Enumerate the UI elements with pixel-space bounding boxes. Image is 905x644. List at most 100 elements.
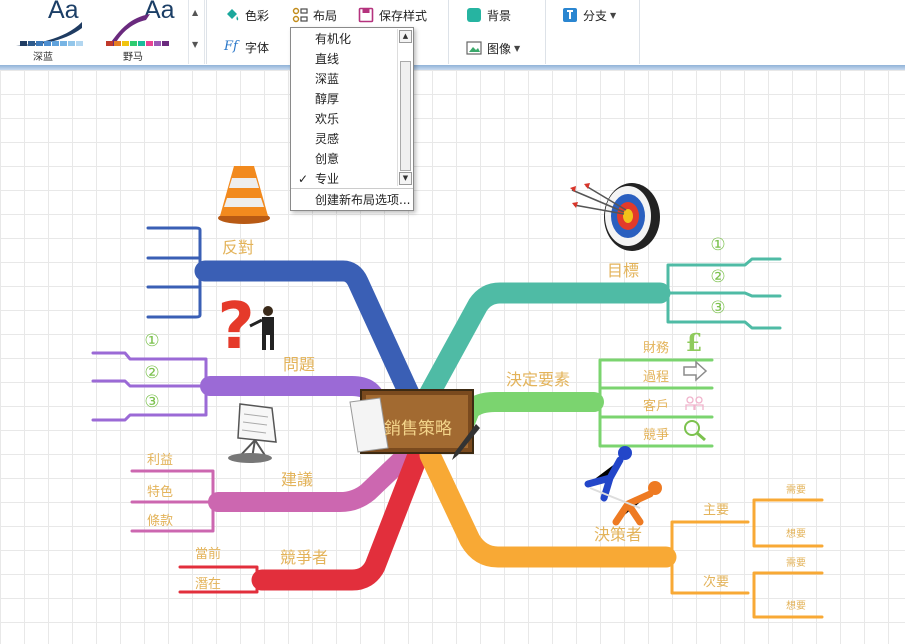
background-icon (467, 8, 481, 22)
decider-sub-2: 次要 (703, 574, 729, 590)
center-node-label: 銷售策略 (384, 419, 452, 439)
style-color-bar (106, 41, 170, 46)
branch-label-competitor: 競爭者 (280, 548, 328, 567)
subbranch-lines-decider (670, 498, 824, 619)
style-swoosh-icon (108, 14, 150, 46)
image-button[interactable]: 图像 ▼ (466, 38, 520, 58)
layout-option-professional[interactable]: ✓ 专业 (291, 169, 397, 189)
branch-label-factors: 決定要素 (506, 370, 570, 389)
dropdown-scrollbar[interactable]: ▲ ▼ (397, 29, 412, 186)
layout-option-deep-blue[interactable]: 深蓝 (315, 72, 340, 86)
color-label: 色彩 (245, 8, 270, 23)
create-layout-option[interactable]: 创建新布局选项... (291, 188, 413, 210)
goal-sub-1: ① (710, 235, 725, 255)
branch-button[interactable]: 分支 ▼ (562, 5, 616, 25)
chevron-up-icon[interactable]: ▲ (192, 8, 199, 17)
competitor-sub-1: 當前 (195, 546, 221, 562)
style-sample-text: Aa (144, 0, 175, 24)
decider-sub-2-2: 想要 (786, 599, 806, 612)
branch-label-goal: 目標 (607, 261, 639, 280)
target-icon (570, 183, 660, 251)
subbranch-lines-competitor (178, 565, 259, 594)
style-tile-deep-blue[interactable]: Aa 深蓝 (8, 0, 88, 63)
branch-label-decider: 決策者 (594, 525, 642, 544)
factors-sub-3: 客戶 (643, 398, 669, 414)
font-icon: Ff (224, 39, 238, 54)
decider-sub-1: 主要 (703, 503, 729, 518)
branch-line-decider (419, 444, 677, 568)
suggest-sub-1: 利益 (147, 453, 173, 468)
font-button[interactable]: Ff 字体 (224, 37, 269, 57)
decider-sub-1-1: 需要 (786, 484, 806, 496)
chevron-down-icon[interactable]: ▼ (192, 40, 199, 49)
pound-icon: £ (686, 328, 703, 357)
traffic-cone-icon (218, 166, 270, 224)
branch-line-competitor (251, 444, 429, 591)
ribbon-accent-bar (0, 65, 905, 70)
subbranch-lines-factors (598, 358, 714, 448)
decision-figures-icon (584, 446, 662, 526)
subbranch-lines-issue (91, 351, 208, 422)
clipboard-icon (228, 403, 277, 463)
arrow-right-icon (683, 360, 708, 382)
goal-sub-3: ③ (710, 298, 725, 318)
layout-option-joy[interactable]: 欢乐 (315, 112, 340, 126)
mindmap-canvas[interactable]: 銷售策略 反對 問題 建議 競爭者 目標 決定要素 決策者 ① ② ③ 利益 特… (0, 70, 905, 644)
layout-option-straight[interactable]: 直线 (315, 52, 340, 66)
subbranch-lines-goal (666, 257, 782, 330)
scroll-up-icon[interactable]: ▲ (399, 30, 412, 43)
factors-sub-2: 過程 (643, 370, 669, 385)
branch-line-factors (456, 392, 604, 430)
style-gallery: Aa 深蓝 Aa 野马 (0, 0, 188, 64)
layout-dropdown-menu: 有机化 直线 深蓝 醇厚 欢乐 灵感 创意 ✓ 专业 ▲ ▼ 创建新布局选项..… (290, 27, 414, 211)
magnifier-icon (684, 420, 706, 442)
style-label: 深蓝 (33, 52, 53, 63)
center-node[interactable]: 銷售策略 (349, 389, 480, 460)
ribbon-separator (206, 0, 207, 64)
save-icon (358, 7, 374, 23)
layout-button[interactable]: 布局 (292, 5, 337, 25)
subbranch-lines-oppose (146, 226, 202, 319)
svg-text:?: ? (217, 290, 254, 364)
ribbon-separator (639, 0, 640, 64)
background-button[interactable]: 背景 (466, 5, 511, 25)
style-tile-mustang[interactable]: Aa 野马 (102, 0, 182, 63)
ribbon-separator (545, 0, 546, 64)
scroll-down-icon[interactable]: ▼ (399, 172, 412, 185)
factors-sub-4: 競爭 (643, 428, 669, 443)
issue-sub-2: ② (144, 363, 159, 383)
layout-option-inspiration[interactable]: 灵感 (315, 132, 340, 146)
mindmap-svg: 銷售策略 反對 問題 建議 競爭者 目標 決定要素 決策者 ① ② ③ 利益 特… (91, 166, 824, 619)
branch-line-goal (415, 282, 671, 411)
chevron-down-icon: ▼ (514, 43, 521, 53)
subbranch-lines-suggest (130, 469, 215, 533)
style-sample-text: Aa (48, 0, 79, 24)
paint-bucket-icon (227, 9, 239, 21)
suggest-sub-2: 特色 (147, 484, 173, 500)
layout-option-creative[interactable]: 创意 (315, 152, 340, 166)
image-icon (466, 41, 482, 55)
decider-sub-1-2: 想要 (786, 527, 806, 540)
issue-sub-3: ③ (144, 392, 159, 412)
branch-label-issue: 問題 (283, 355, 315, 374)
layout-label: 布局 (313, 8, 338, 23)
layout-option-mellow[interactable]: 醇厚 (315, 92, 340, 106)
competitor-sub-2: 潛在 (195, 577, 221, 592)
image-label: 图像 (487, 41, 512, 56)
goal-sub-2: ② (710, 267, 725, 287)
chevron-down-icon: ▼ (610, 10, 617, 20)
question-mark-icon: ? (217, 290, 274, 364)
ribbon: Aa 深蓝 Aa 野马 ▲ ▼ 色彩 F (0, 0, 905, 66)
layout-option-organic[interactable]: 有机化 (315, 32, 352, 46)
branch-label-suggest: 建議 (281, 470, 313, 489)
save-style-label: 保存样式 (379, 8, 428, 23)
background-label: 背景 (487, 8, 512, 23)
branch-line-suggest (208, 442, 420, 512)
save-style-button[interactable]: 保存样式 (358, 5, 427, 25)
color-button[interactable]: 色彩 (224, 5, 269, 25)
branch-line-oppose (194, 260, 423, 411)
gallery-scroller[interactable]: ▲ ▼ (188, 0, 205, 64)
layout-option-label: 专业 (315, 172, 340, 186)
branch-label: 分支 (583, 8, 608, 23)
scrollbar-thumb[interactable] (400, 61, 411, 171)
